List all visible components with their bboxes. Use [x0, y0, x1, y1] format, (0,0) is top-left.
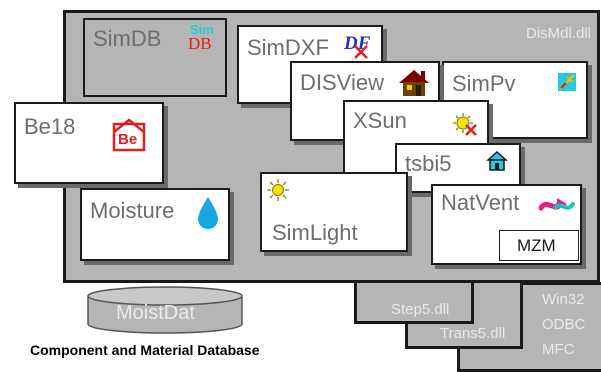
- ventilation-icon: [538, 198, 575, 211]
- runtime-win32: Win32: [542, 291, 585, 308]
- water-drop-icon: [198, 197, 218, 229]
- simdb-icon-db: DB: [188, 34, 212, 53]
- simlight-label: SimLight: [272, 220, 358, 245]
- simdb-module[interactable]: SimDB Sim DB: [83, 18, 227, 97]
- dismdl-dll-label: DisMdl.dll: [525, 25, 591, 42]
- database-caption: Component and Material Database: [30, 342, 260, 358]
- runtime-odbc: ODBC: [542, 316, 586, 333]
- moistdat-label: MoistDat: [116, 302, 195, 324]
- simdb-icon-sim: Sim: [190, 22, 214, 37]
- building-icon: [486, 150, 508, 171]
- natvent-label: NatVent: [441, 190, 520, 215]
- simdxf-label: SimDXF: [247, 35, 329, 60]
- be-logo-icon: [112, 118, 146, 152]
- house-icon: [399, 70, 429, 96]
- simdb-label: SimDB: [93, 26, 162, 51]
- xsun-label: XSun: [353, 108, 407, 133]
- disview-label: DISView: [300, 70, 384, 95]
- sun-icon: [267, 179, 289, 201]
- be-logo-text: Be: [118, 131, 138, 148]
- natvent-module[interactable]: NatVent MZM: [431, 184, 582, 265]
- moisture-module[interactable]: Moisture: [80, 188, 230, 261]
- be18-module[interactable]: Be18 Be: [14, 102, 164, 184]
- simlight-module[interactable]: SimLight: [260, 172, 408, 252]
- mzm-label: MZM: [517, 236, 556, 255]
- tsbi5-label: tsbi5: [405, 151, 452, 176]
- step5-dll-label: Step5.dll: [391, 301, 450, 318]
- be18-label: Be18: [24, 114, 76, 139]
- moisture-label: Moisture: [90, 198, 175, 223]
- solar-panel-icon: [558, 73, 576, 91]
- runtime-mfc: MFC: [542, 341, 575, 358]
- simdxf-cross-icon: [354, 45, 368, 59]
- moistdat-database[interactable]: [86, 286, 246, 336]
- trans5-dll-label: Trans5.dll: [440, 325, 506, 342]
- simpv-label: SimPv: [452, 71, 516, 96]
- mzm-module[interactable]: MZM: [499, 230, 579, 261]
- sun-cross-icon: [453, 113, 477, 136]
